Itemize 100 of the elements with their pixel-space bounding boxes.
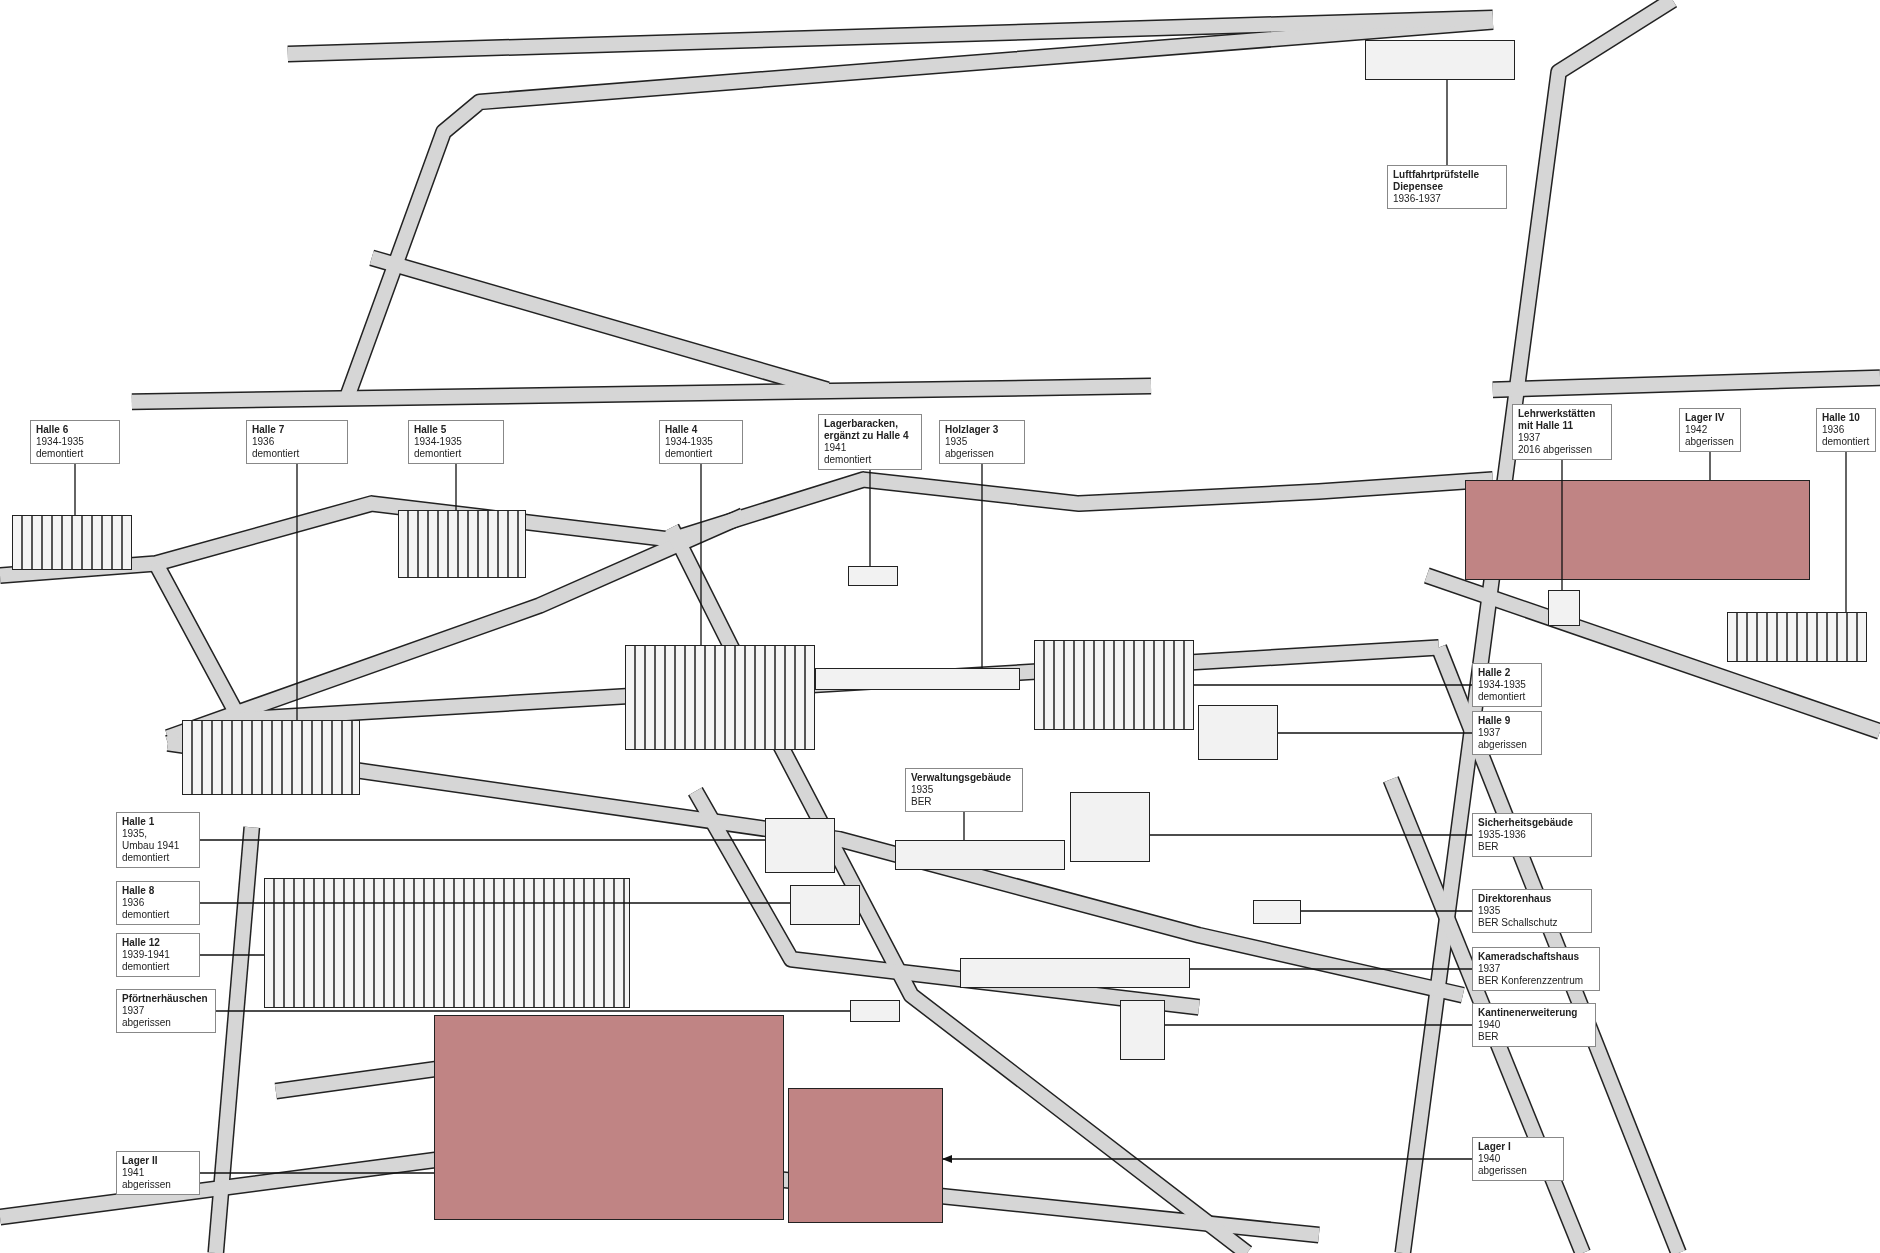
- callout-text: abgerissen: [1685, 436, 1735, 448]
- leader-line: [1149, 834, 1473, 836]
- callout-text: 1935: [1478, 905, 1502, 917]
- callout-label: [1472, 1137, 1564, 1181]
- callout-text: BER Konferenzzentrum: [1478, 975, 1585, 987]
- callout-text: 1935: [911, 784, 935, 796]
- callout-label: [905, 768, 1023, 812]
- hangar-block: [182, 720, 360, 795]
- callout-label: [116, 933, 200, 977]
- leader-line: [455, 463, 457, 511]
- leader-line: [199, 902, 791, 904]
- callout-text: BER: [1478, 1031, 1500, 1043]
- callout-text: 1940: [1478, 1019, 1502, 1031]
- callout-title: Halle 1: [122, 816, 156, 828]
- callout-label: [1472, 1003, 1596, 1047]
- callout-title: Lehrwerkstätten mit Halle 11: [1518, 408, 1597, 432]
- hangar-block: [398, 510, 526, 578]
- callout-label: [1472, 889, 1592, 933]
- callout-text: 1937: [1478, 963, 1502, 975]
- callout-title: Lagerbaracken, ergänzt zu Halle 4: [824, 418, 910, 442]
- callout-label: [1816, 408, 1876, 452]
- leader-line: [1189, 968, 1473, 970]
- building-block: [790, 885, 860, 925]
- callout-text: demontiert: [122, 961, 171, 973]
- callout-label: [116, 881, 200, 925]
- leader-line: [1845, 451, 1847, 613]
- callout-text: abgerissen: [122, 1017, 172, 1029]
- callout-text: 1935: [945, 436, 969, 448]
- callout-text: 1935,: [122, 828, 149, 840]
- callout-label: [818, 414, 922, 470]
- building-block: [1070, 792, 1150, 862]
- leader-line: [1164, 1024, 1473, 1026]
- callout-text: demontiert: [824, 454, 873, 466]
- leader-line: [700, 463, 702, 646]
- camp-area: [1465, 480, 1810, 580]
- callout-title: Halle 12: [122, 937, 161, 949]
- callout-text: 1936: [122, 897, 146, 909]
- callout-title: Kameradschaftshaus: [1478, 951, 1581, 963]
- callout-title: Halle 4: [665, 424, 699, 436]
- callout-text: demontiert: [122, 852, 171, 864]
- building-block: [765, 818, 835, 873]
- building-block: [848, 566, 898, 586]
- callout-label: [1679, 408, 1741, 452]
- callout-label: [30, 420, 120, 464]
- callout-title: Kantinenerweiterung: [1478, 1007, 1579, 1019]
- leader-line: [1561, 459, 1563, 591]
- callout-text: abgerissen: [122, 1179, 172, 1191]
- callout-text: demontiert: [36, 448, 85, 460]
- building-block: [1365, 40, 1515, 80]
- camp-area: [788, 1088, 943, 1223]
- callout-title: Verwaltungsgebäude: [911, 772, 1013, 784]
- callout-text: 1936: [1822, 424, 1846, 436]
- callout-title: Luftfahrtprüfstelle Diepensee: [1393, 169, 1481, 193]
- callout-text: 1937: [1478, 727, 1502, 739]
- leader-line: [199, 839, 766, 841]
- leader-arrow: [942, 1155, 1473, 1163]
- leader-line: [74, 463, 76, 516]
- callout-title: Lager I: [1478, 1141, 1512, 1153]
- hangar-block: [1034, 640, 1194, 730]
- leader-line: [199, 954, 265, 956]
- callout-text: 1934-1935: [1478, 679, 1527, 691]
- callout-text: 1939-1941: [122, 949, 171, 961]
- callout-title: Halle 7: [252, 424, 286, 436]
- callout-title: Halle 9: [1478, 715, 1512, 727]
- callout-text: demontiert: [122, 909, 171, 921]
- callout-title: Lager IV: [1685, 412, 1726, 424]
- callout-title: Halle 10: [1822, 412, 1861, 424]
- callout-label: [116, 812, 200, 868]
- callout-label: [246, 420, 348, 464]
- callout-text: demontiert: [1478, 691, 1527, 703]
- callout-title: Lager II: [122, 1155, 159, 1167]
- callout-label: [659, 420, 743, 464]
- building-block: [1253, 900, 1301, 924]
- leader-line: [215, 1010, 851, 1012]
- callout-title: Halle 6: [36, 424, 70, 436]
- callout-label: [1472, 711, 1542, 755]
- callout-text: demontiert: [665, 448, 714, 460]
- callout-title: Halle 8: [122, 885, 156, 897]
- callout-text: demontiert: [414, 448, 463, 460]
- callout-label: [1472, 947, 1600, 991]
- callout-text: 1942: [1685, 424, 1709, 436]
- callout-label: [939, 420, 1025, 464]
- callout-label: [1387, 165, 1507, 209]
- building-block: [815, 668, 1020, 690]
- building-block: [1198, 705, 1278, 760]
- building-block: [850, 1000, 900, 1022]
- callout-label: [1472, 813, 1592, 857]
- hangar-block: [1727, 612, 1867, 662]
- callout-text: Umbau 1941: [122, 840, 181, 852]
- callout-text: abgerissen: [945, 448, 995, 460]
- callout-text: 1936: [252, 436, 276, 448]
- callout-text: 1934-1935: [36, 436, 85, 448]
- callout-text: BER Schallschutz: [1478, 917, 1559, 929]
- leader-line: [1446, 79, 1448, 166]
- callout-text: 1941: [824, 442, 848, 454]
- leader-line: [963, 811, 965, 841]
- leader-line: [296, 463, 298, 721]
- callout-label: [116, 1151, 200, 1195]
- callout-label: [408, 420, 504, 464]
- callout-title: Halle 5: [414, 424, 448, 436]
